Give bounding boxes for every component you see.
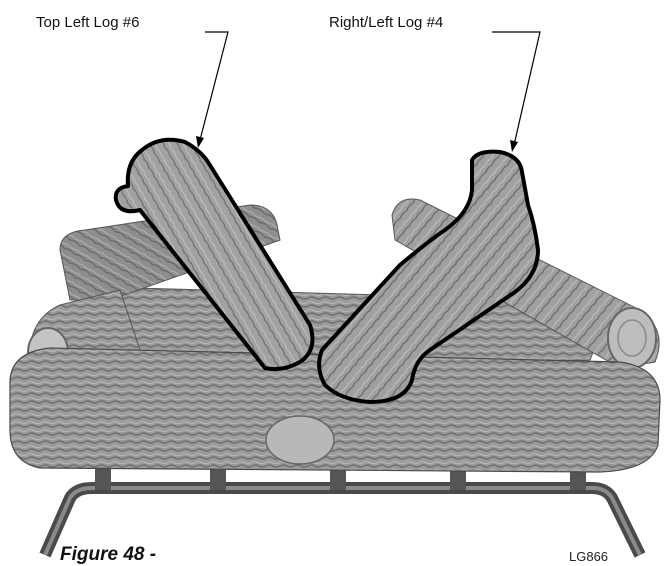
grate: [45, 458, 640, 555]
figure-code: LG866: [569, 549, 608, 564]
label-right-left-log-4: Right/Left Log #4: [329, 14, 443, 31]
leader-line-log6: [196, 32, 228, 148]
figure-caption: Figure 48 -: [60, 544, 156, 566]
leader-line-log4: [492, 32, 540, 152]
label-top-left-log-6: Top Left Log #6: [36, 14, 139, 31]
